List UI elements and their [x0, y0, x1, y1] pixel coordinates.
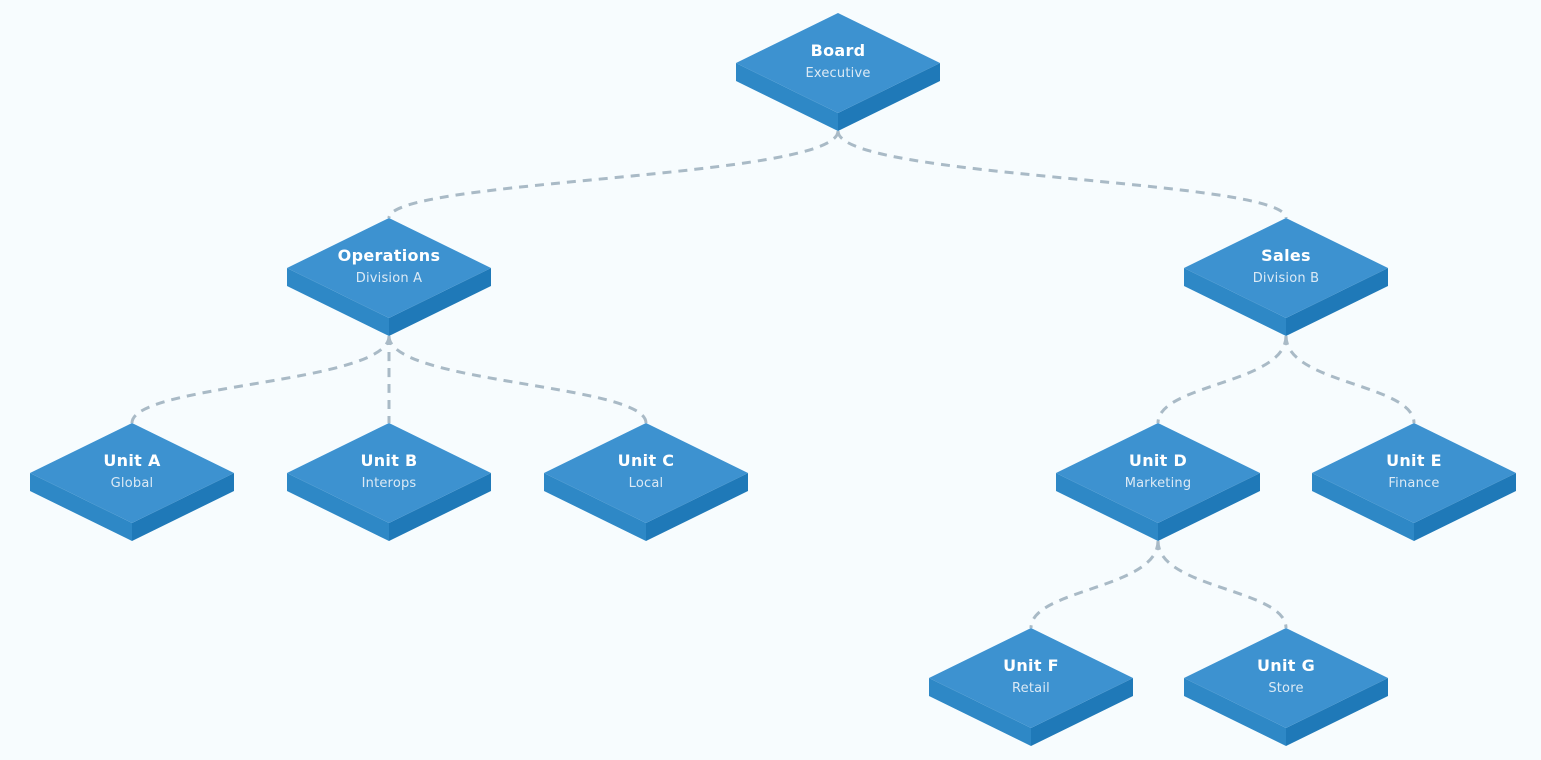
node-face-top-unit-g [1184, 628, 1388, 728]
node-solid-unit-e [1312, 423, 1516, 541]
node-face-top-sales [1184, 218, 1388, 318]
node-solid-operations [287, 218, 491, 336]
node-face-right-unit-a [132, 473, 234, 541]
node-face-left-unit-d [1056, 473, 1158, 541]
node-face-left-unit-c [544, 473, 646, 541]
node-face-left-unit-e [1312, 473, 1414, 541]
node-face-top-unit-d [1056, 423, 1260, 523]
node-face-left-unit-g [1184, 678, 1286, 746]
node-face-top-board [736, 13, 940, 113]
node-face-right-unit-d [1158, 473, 1260, 541]
node-face-top-unit-e [1312, 423, 1516, 523]
node-face-right-unit-f [1031, 678, 1133, 746]
node-face-right-unit-g [1286, 678, 1388, 746]
node-face-left-sales [1184, 268, 1286, 336]
node-face-right-sales [1286, 268, 1388, 336]
node-solid-unit-a [30, 423, 234, 541]
node-face-right-operations [389, 268, 491, 336]
node-face-right-board [838, 63, 940, 131]
node-face-top-unit-b [287, 423, 491, 523]
node-face-top-unit-c [544, 423, 748, 523]
node-face-right-unit-e [1414, 473, 1516, 541]
node-face-top-unit-a [30, 423, 234, 523]
node-solid-unit-b [287, 423, 491, 541]
node-face-left-unit-f [929, 678, 1031, 746]
node-solid-unit-d [1056, 423, 1260, 541]
node-face-top-unit-f [929, 628, 1133, 728]
node-face-left-unit-a [30, 473, 132, 541]
node-solid-board [736, 13, 940, 131]
node-face-top-operations [287, 218, 491, 318]
node-solid-unit-c [544, 423, 748, 541]
node-solid-sales [1184, 218, 1388, 336]
node-solid-unit-g [1184, 628, 1388, 746]
node-face-left-board [736, 63, 838, 131]
node-face-left-unit-b [287, 473, 389, 541]
node-face-left-operations [287, 268, 389, 336]
node-face-right-unit-b [389, 473, 491, 541]
node-solid-unit-f [929, 628, 1133, 746]
node-face-right-unit-c [646, 473, 748, 541]
